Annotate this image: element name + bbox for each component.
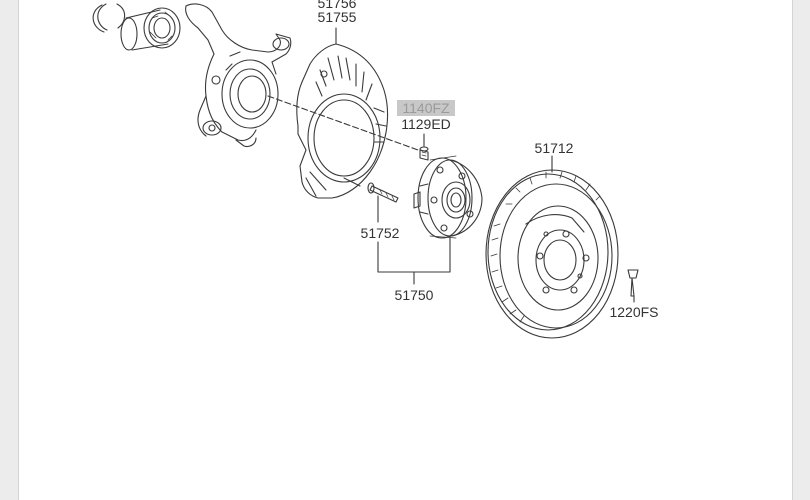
bolt-1129ed-illustration bbox=[419, 146, 429, 161]
viewer-right-border bbox=[792, 0, 793, 500]
label-1140fz[interactable]: 1140FZ bbox=[402, 100, 450, 116]
label-51750[interactable]: 51750 bbox=[395, 287, 434, 303]
label-1129ed[interactable]: 1129ED bbox=[401, 116, 451, 132]
label-51756[interactable]: 51756 bbox=[318, 0, 357, 11]
label-1140fz-highlight bbox=[397, 100, 455, 116]
hub-assembly-illustration bbox=[413, 155, 483, 239]
hub-bolt-illustration bbox=[367, 182, 399, 203]
snap-ring-illustration bbox=[92, 3, 126, 33]
leader-lines bbox=[267, 27, 635, 303]
label-51752[interactable]: 51752 bbox=[361, 225, 400, 241]
label-1220fs[interactable]: 1220FS bbox=[609, 304, 658, 320]
viewer-left-border bbox=[18, 0, 19, 500]
label-51712[interactable]: 51712 bbox=[535, 140, 574, 156]
steering-knuckle-illustration bbox=[185, 3, 292, 148]
backing-plate-illustration bbox=[296, 43, 389, 199]
disc-screw-illustration bbox=[627, 269, 639, 297]
label-51755[interactable]: 51755 bbox=[318, 9, 357, 25]
brake-disc-illustration bbox=[485, 169, 619, 339]
wheel-bearing-illustration bbox=[120, 7, 181, 51]
viewer-page bbox=[19, 0, 792, 500]
